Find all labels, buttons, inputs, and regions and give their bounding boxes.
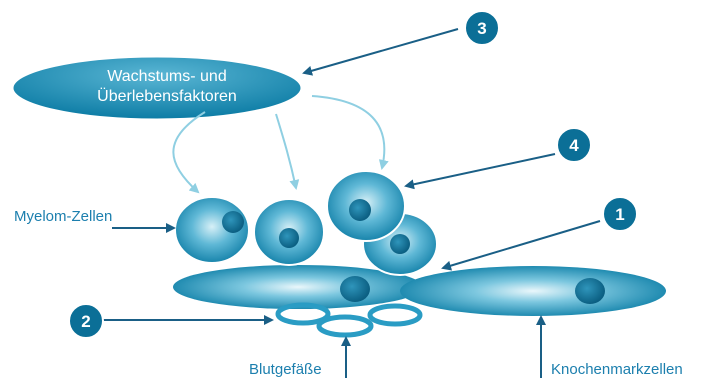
arrow-3 — [304, 29, 458, 73]
svg-text:3: 3 — [477, 19, 486, 38]
svg-text:4: 4 — [569, 136, 579, 155]
myeloma-cells-label: Myelom-Zellen — [14, 208, 112, 225]
svg-text:1: 1 — [615, 205, 624, 224]
badge-2: 2 — [69, 304, 103, 338]
myeloma-cell-2 — [254, 199, 324, 265]
growth-factor-ellipse: Wachstums- und Überlebensfaktoren — [12, 56, 302, 120]
blood-vessels — [278, 305, 420, 335]
stromal-cell-right — [400, 266, 666, 316]
bone-marrow-cells-label: Knochenmarkzellen — [551, 361, 683, 378]
factor-arrow-1 — [173, 112, 205, 192]
arrow-4 — [406, 154, 555, 186]
svg-text:2: 2 — [81, 312, 90, 331]
badge-3: 3 — [465, 11, 499, 45]
factor-arrow-3 — [312, 96, 384, 168]
factor-label-line2: Überlebensfaktoren — [97, 87, 237, 105]
badge-1: 1 — [603, 197, 637, 231]
factor-label-line1: Wachstums- und — [107, 68, 226, 85]
blood-vessels-label: Blutgefäße — [249, 361, 322, 378]
myeloma-cell-1 — [175, 197, 249, 263]
arrow-1 — [443, 221, 600, 268]
badge-4: 4 — [557, 128, 591, 162]
factor-arrow-2 — [276, 114, 296, 188]
stromal-nucleus-left — [340, 276, 370, 302]
stromal-nucleus-right — [575, 278, 605, 304]
myeloma-cell-3 — [327, 171, 405, 241]
